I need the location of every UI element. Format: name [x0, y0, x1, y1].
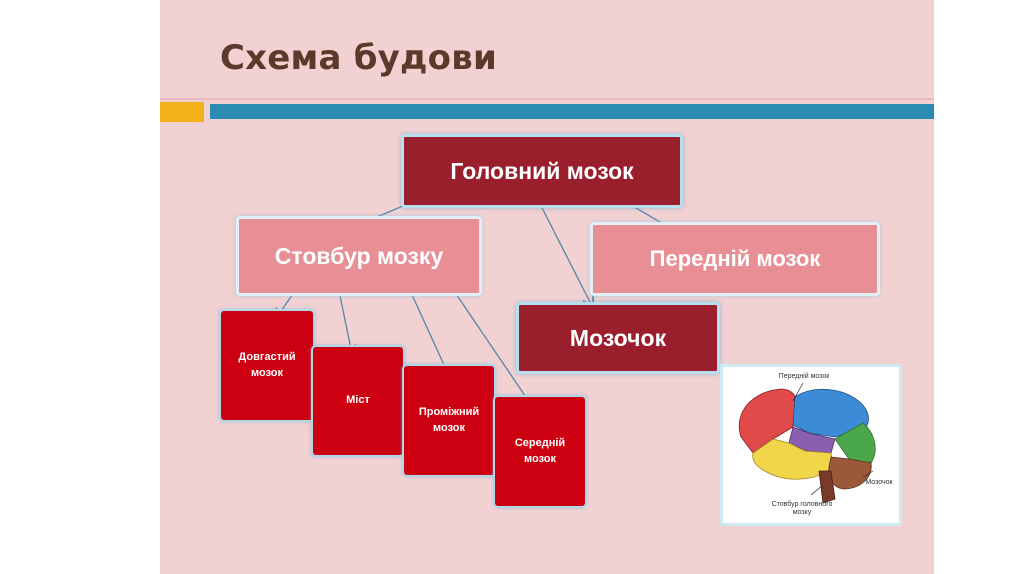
label-forebrain: Передній мозок	[778, 373, 830, 380]
brain-illustration: Передній мозок Мозочок Стовбур головного…	[720, 364, 902, 526]
accent-bar-orange	[160, 102, 204, 122]
node-midbrain-label: Середній мозок	[514, 436, 566, 465]
divider-line	[160, 98, 934, 100]
label-cerebellum: Мозочок	[865, 479, 893, 486]
node-midbrain: Середній мозок	[493, 395, 587, 508]
node-medulla-label: Довгастий мозок	[238, 350, 296, 379]
node-pons-label: Міст	[346, 394, 370, 407]
node-brain: Головний мозок	[401, 134, 683, 208]
node-brainstem: Стовбур мозку	[236, 216, 482, 296]
title-band	[160, 0, 934, 98]
node-brainstem-label: Стовбур мозку	[274, 242, 444, 269]
node-cerebellum-label: Мозочок	[569, 324, 667, 351]
node-diencephalon: Проміжний мозок	[402, 364, 496, 477]
accent-bar-blue	[210, 104, 934, 119]
node-cerebellum: Мозочок	[516, 302, 720, 374]
label-brainstem: Стовбур головного мозку	[771, 501, 833, 516]
node-pons: Міст	[311, 345, 405, 457]
brain-drawing	[739, 382, 876, 504]
slide-title: Схема будови	[220, 38, 497, 78]
node-forebrain-label: Передній мозок	[649, 246, 821, 271]
node-forebrain: Передній мозок	[590, 222, 880, 296]
node-diencephalon-label: Проміжний мозок	[418, 405, 480, 434]
node-brain-label: Головний мозок	[450, 157, 634, 184]
node-medulla: Довгастий мозок	[219, 309, 315, 422]
